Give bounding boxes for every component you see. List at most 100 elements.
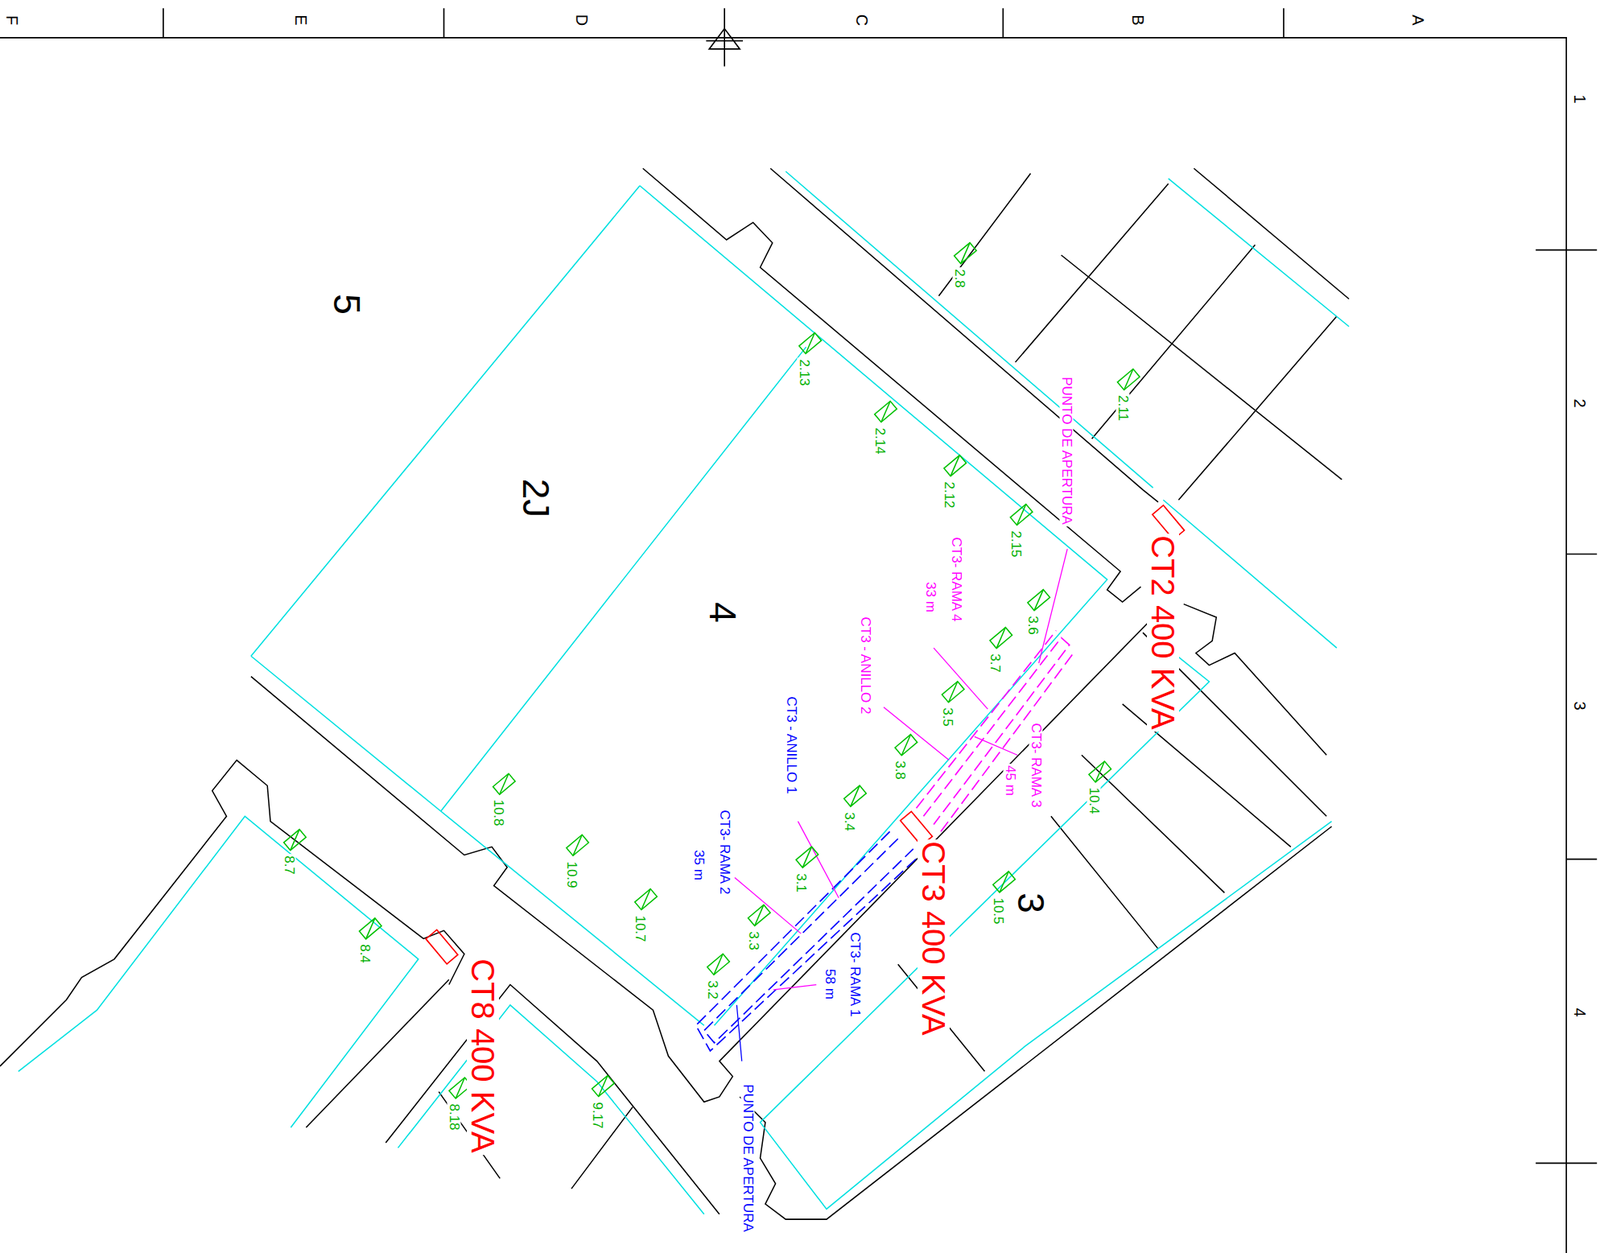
callout-symbol: [707, 953, 730, 975]
callout-symbol-diagonal: [844, 785, 867, 807]
leader-line: [736, 1005, 742, 1062]
map-label: CT8 400 KVA: [466, 956, 499, 1155]
callout-symbol-box: [989, 627, 1013, 649]
map-label: 45 m: [1003, 763, 1018, 798]
callout-symbol-diagonal: [989, 627, 1013, 649]
callout-symbol-diagonal: [1027, 589, 1051, 611]
callout-symbol: [635, 888, 658, 910]
street-lines: [0, 168, 1349, 1220]
callout-symbol: [493, 773, 516, 795]
callout-symbol-diagonal: [566, 834, 590, 856]
callout-symbol-box: [592, 1076, 615, 1097]
callout-symbol-box: [941, 681, 965, 703]
callout-symbol-diagonal: [941, 681, 965, 703]
callout-number: 2.8: [952, 267, 966, 290]
callout-symbol-box: [707, 953, 730, 975]
map-label: CT3- RAMA 2: [717, 808, 732, 896]
map-label: B: [1129, 13, 1147, 28]
callout-symbol-diagonal: [1010, 504, 1033, 526]
callout-number: 3.7: [988, 651, 1003, 675]
callout-symbol-diagonal: [592, 1076, 615, 1097]
north-mark: [705, 28, 743, 50]
callout-symbol-box: [795, 846, 819, 868]
callout-number: 3.2: [705, 978, 719, 1002]
map-label: 58 m: [822, 968, 837, 1003]
callout-symbol-diagonal: [799, 333, 822, 355]
callout-number: 8.7: [281, 853, 296, 877]
callout-symbol-box: [493, 773, 516, 795]
callout-symbol-diagonal: [874, 400, 898, 422]
callout-symbol-box: [566, 834, 590, 856]
callout-symbol: [1010, 504, 1033, 526]
callout-number: 9.17: [589, 1100, 604, 1130]
callout-symbol: [954, 243, 978, 264]
map-label: CT3- RAMA 3: [1028, 721, 1043, 809]
callout-symbol: [894, 734, 918, 756]
callout-symbol: [989, 627, 1013, 649]
map-label: CT3- RAMA 1: [848, 930, 862, 1019]
callout-number: 3.6: [1026, 614, 1040, 637]
callout-number: 3.8: [893, 758, 908, 782]
callout-number: 2.11: [1115, 393, 1130, 423]
callout-symbol-box: [894, 734, 918, 756]
frame-ticks: [163, 8, 1284, 66]
callout-symbol: [592, 1076, 615, 1097]
callout-symbol-box: [1117, 369, 1140, 391]
callout-symbol-diagonal: [795, 846, 819, 868]
map-label: CT3 400 KVA: [917, 840, 950, 1039]
map-label: CT3 - ANILLO 2: [858, 614, 873, 716]
callout-symbol-diagonal: [747, 904, 771, 926]
callout-number: 10.5: [990, 896, 1005, 927]
callout-number: 3.1: [794, 871, 809, 895]
callout-symbol-box: [799, 333, 822, 355]
callout-number: 10.8: [490, 798, 505, 829]
map-label: A: [1410, 13, 1427, 28]
callout-number: 10.4: [1087, 786, 1102, 817]
callout-symbol-box: [1027, 589, 1051, 611]
cable-route: [916, 630, 1074, 833]
callout-symbol: [1117, 369, 1140, 391]
callout-number: 2.15: [1008, 528, 1023, 559]
map-label: 4: [1571, 1006, 1588, 1019]
callout-symbol: [566, 834, 590, 856]
callout-symbol-box: [844, 785, 867, 807]
callout-symbol: [941, 681, 965, 703]
callout-symbol: [844, 785, 867, 807]
map-label: D: [573, 12, 590, 28]
map-label: 33 m: [923, 580, 938, 615]
map-label: PUNTO DE APERTURA: [741, 1082, 755, 1234]
callout-symbol-box: [993, 871, 1016, 893]
callout-symbol: [747, 904, 771, 926]
callout-symbol: [284, 829, 307, 851]
callout-symbol: [874, 400, 898, 422]
callout-symbol-diagonal: [635, 888, 658, 910]
callout-symbol-diagonal: [707, 953, 730, 975]
callout-number: 3.4: [841, 810, 856, 833]
callout-symbol-box: [954, 243, 978, 264]
callout-number: 8.18: [447, 1102, 462, 1133]
map-label: PUNTO DE APERTURA: [1059, 375, 1073, 528]
map-label: 2J: [517, 476, 555, 520]
callout-number: 2.12: [942, 479, 957, 510]
map-label: F: [4, 13, 21, 27]
callout-number: 10.9: [564, 859, 579, 890]
map-label: 4: [704, 600, 742, 625]
callout-symbol: [795, 846, 819, 868]
callout-symbol-box: [1088, 761, 1112, 783]
frame: [0, 37, 1567, 1253]
callout-number: 8.4: [357, 943, 372, 966]
callout-symbol-box: [635, 888, 658, 910]
callout-symbol-diagonal: [944, 455, 967, 477]
callout-symbol-diagonal: [993, 871, 1016, 893]
callout-number: 2.14: [872, 425, 887, 456]
callout-number: 2.13: [797, 357, 812, 388]
callout-symbol-box: [747, 904, 771, 926]
map-label: 2: [1571, 396, 1588, 409]
map-label: 3: [1571, 700, 1588, 713]
callout-symbol: [358, 918, 382, 940]
callout-symbol-diagonal: [1117, 369, 1140, 391]
map-label: 3: [1012, 890, 1050, 916]
map-label: CT3- RAMA 4: [948, 536, 963, 624]
map-label: CT3 - ANILLO 1: [783, 694, 798, 796]
